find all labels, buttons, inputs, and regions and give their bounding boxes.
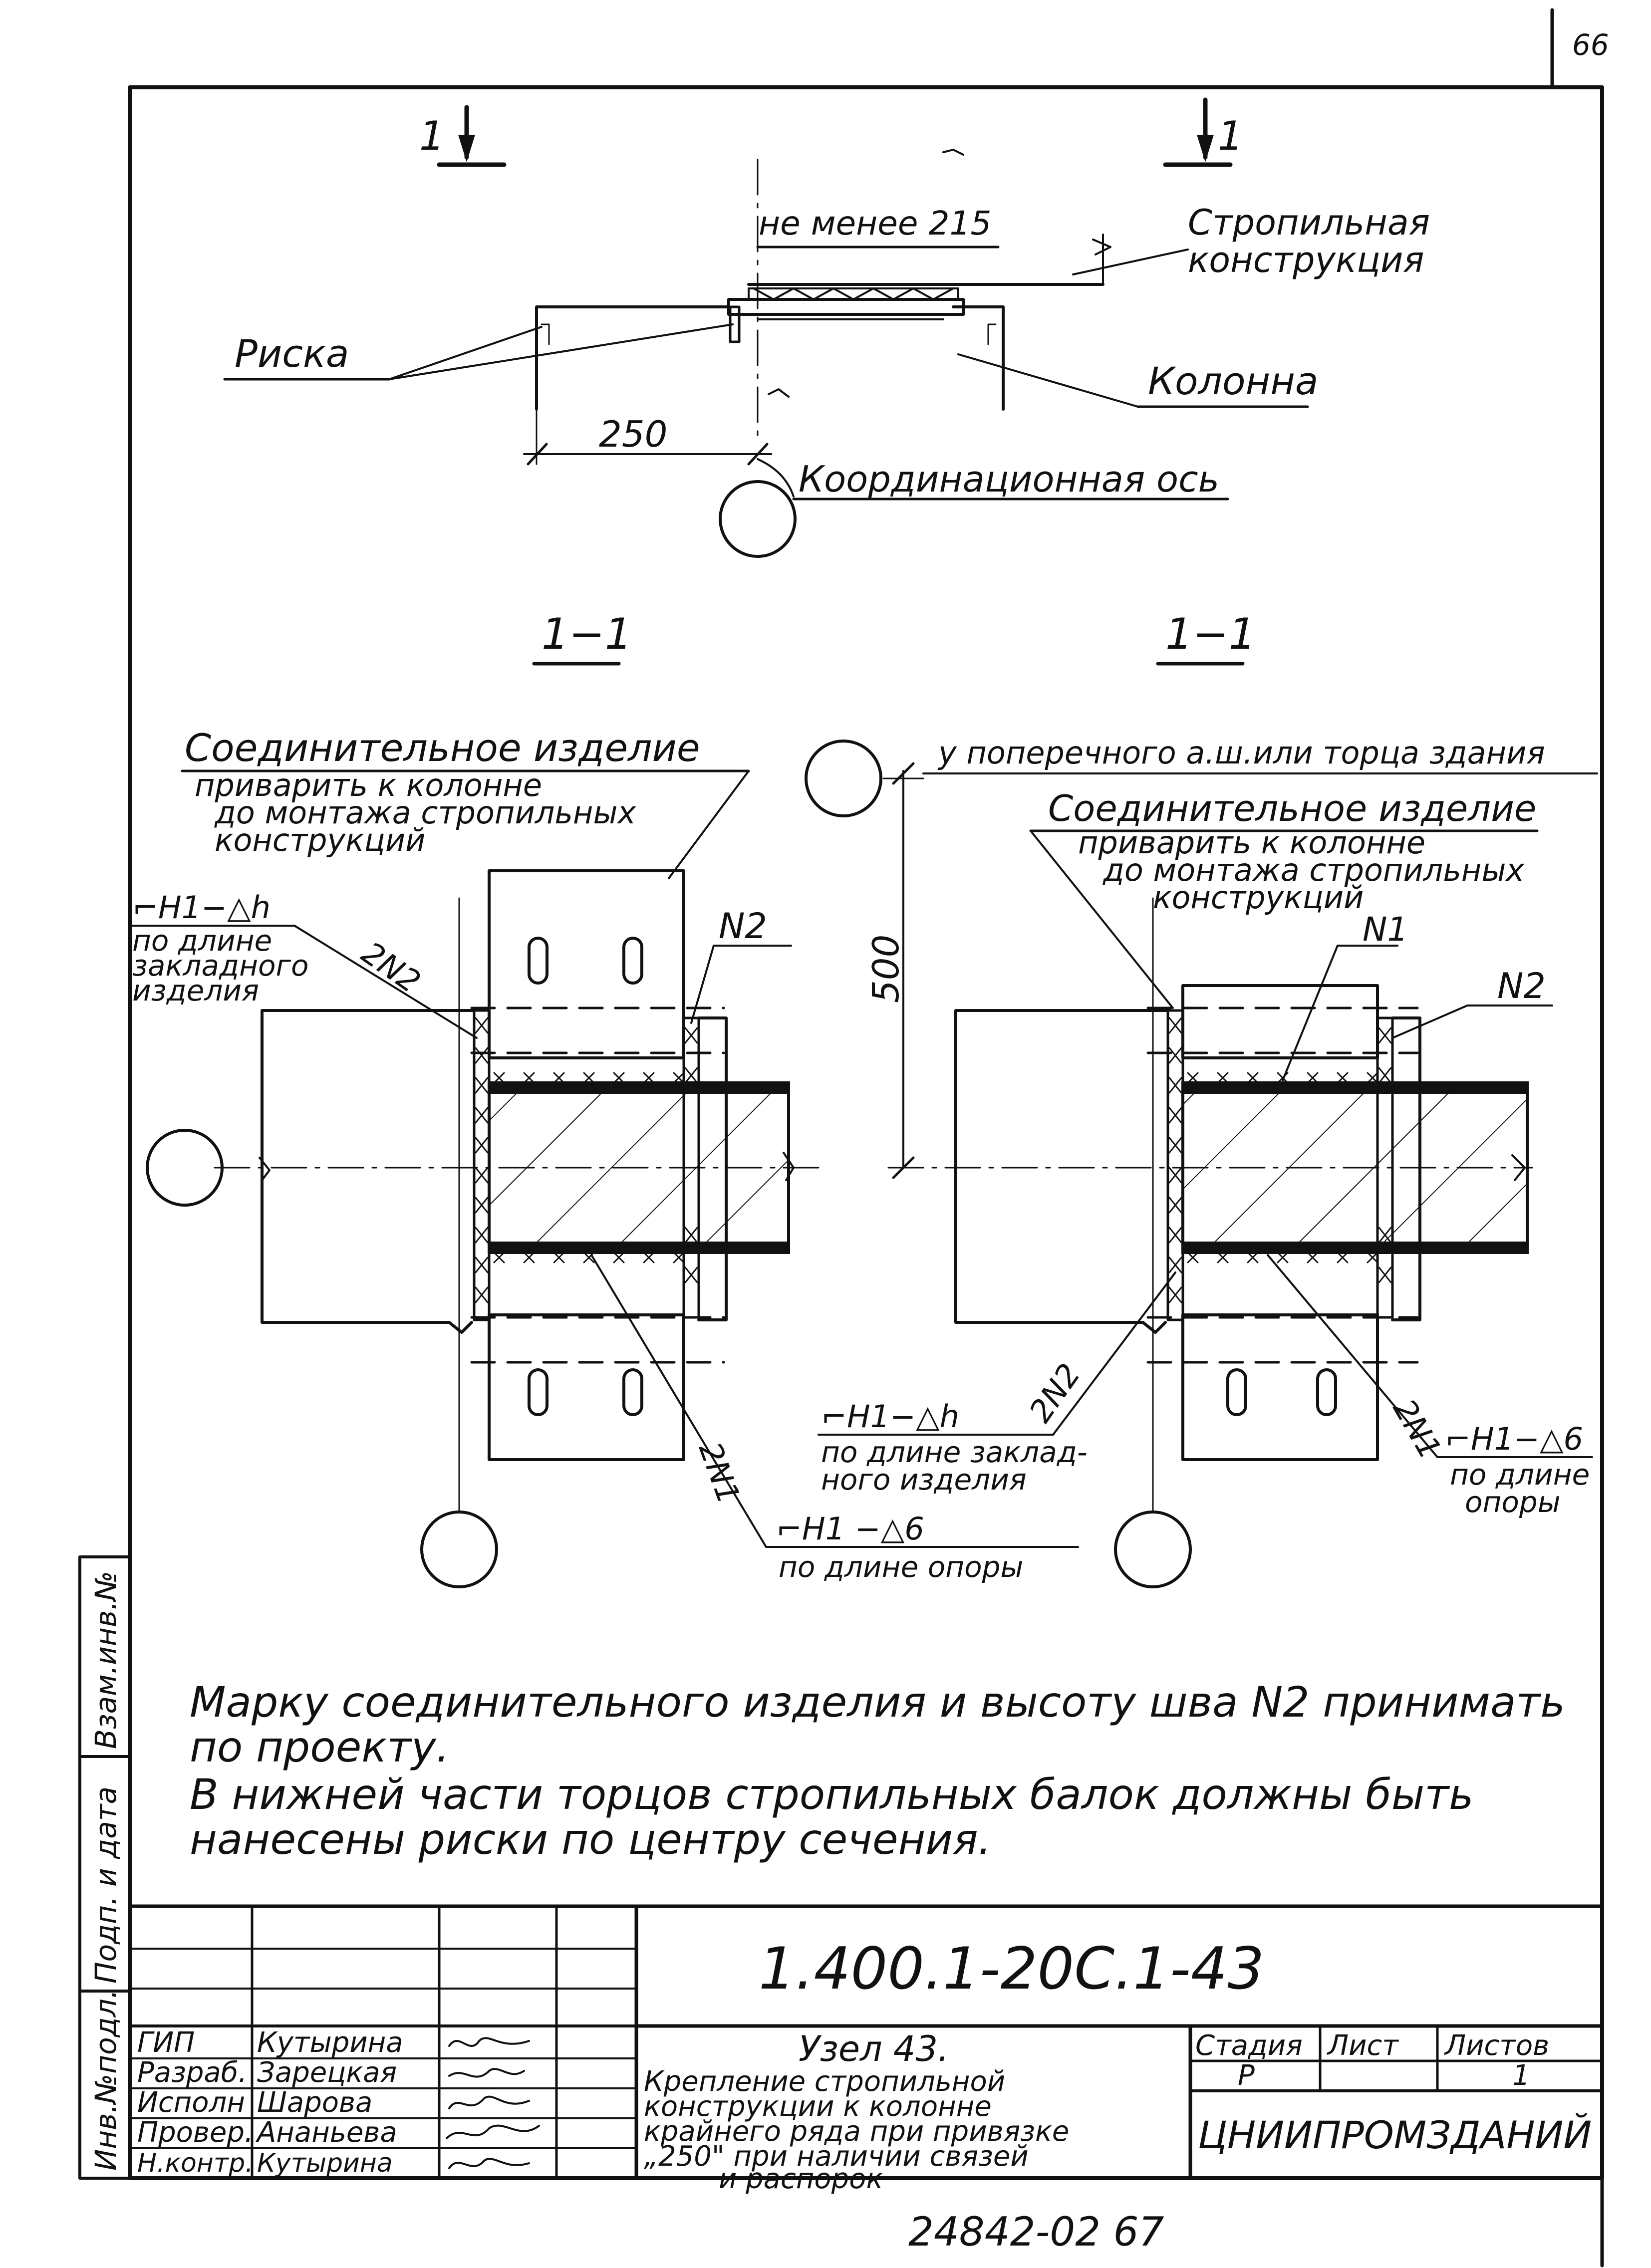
right-mark-2n1: 2N1 — [1386, 1393, 1449, 1465]
left-section-title: 1−1 — [542, 609, 632, 659]
right-note-3: конструкций — [1153, 879, 1364, 916]
name-gip: Кутырина — [257, 2026, 403, 2059]
left-weld-1-note-3: изделия — [132, 974, 259, 1008]
left-section: 1−1 Соединительное изделие приварить к к… — [131, 609, 1079, 1588]
column-label: Колонна — [1148, 359, 1318, 403]
stage-value: Р — [1238, 2059, 1255, 2092]
right-mark-n2: N2 — [1497, 966, 1546, 1007]
right-section-title: 1−1 — [1165, 609, 1256, 659]
inv-podl-label: Инв.№подл. — [89, 1990, 123, 2171]
section-mark-right: 1 — [1218, 113, 1243, 159]
rafter-label-2: конструкция — [1188, 240, 1424, 280]
title-line-2: Крепление стропильной — [644, 2065, 1005, 2098]
left-note-3: конструкций — [215, 822, 425, 858]
sheets-header: Листов — [1444, 2029, 1549, 2062]
role-prover: Провер. — [137, 2116, 254, 2149]
title-line-1: Узел 43. — [799, 2028, 949, 2069]
note-line-1: Марку соединительного изделия и высоту ш… — [190, 1678, 1565, 1727]
name-prover: Ананьева — [256, 2116, 397, 2149]
role-ispoln: Исполн — [137, 2086, 245, 2119]
right-mark-n1: N1 — [1363, 910, 1408, 949]
right-weld-1: ⌐Н1−△h — [821, 1398, 959, 1435]
right-weld-2: ⌐Н1−△6 — [1445, 1421, 1583, 1457]
right-weld-2-note-2: опоры — [1465, 1485, 1561, 1519]
bottom-number: 24842-02 67 — [908, 2209, 1164, 2255]
title-line-4: крайнего ряда при привязке — [644, 2115, 1069, 2148]
right-weld-1-note-2: ного изделия — [821, 1463, 1027, 1497]
left-bolt-holes — [528, 937, 643, 1416]
right-top-note: у поперечного а.ш.или торца здания — [937, 735, 1545, 771]
left-mark-2n2: 2N2 — [355, 934, 427, 1000]
risk-label: Риска — [235, 331, 349, 376]
coord-axis-label: Координационная ось — [799, 458, 1219, 500]
rafter-label-1: Стропильная — [1188, 202, 1430, 243]
right-section: 1−1 у поперечного а.ш.или торца здания С… — [805, 609, 1598, 1588]
organization: ЦНИИПРОМЗДАНИЙ — [1198, 2113, 1592, 2157]
vzam-inv-label: Взам.инв.№ — [89, 1571, 123, 1749]
right-weld-2-note-1: по длине — [1450, 1458, 1590, 1492]
min-215-label: не менее 215 — [759, 204, 991, 243]
signatures — [446, 2037, 540, 2169]
role-razrab: Разраб. — [137, 2056, 247, 2089]
section-mark-left: 1 — [419, 113, 445, 159]
title-block: ГИП Разраб. Исполн Провер. Н.контр. Куты… — [128, 1904, 1604, 2195]
drawing-code: 1.400.1-20С.1-43 — [759, 1935, 1264, 2003]
right-weld-1-note-1: по длине заклад- — [821, 1435, 1088, 1469]
title-line-5: „250" при наличии связей — [644, 2140, 1029, 2173]
right-bolt-holes — [1226, 1368, 1337, 1416]
sheet-header: Лист — [1327, 2029, 1399, 2062]
left-part-label: Соединительное изделие — [185, 726, 700, 770]
left-weld-1: ⌐Н1−△h — [132, 889, 271, 926]
plan-view: 1 1 не менее 215 Стропильная конструкция… — [223, 97, 1430, 558]
side-stamp: Инв.№подл. Подп. и дата Взам.инв.№ — [78, 1555, 131, 2180]
name-nkontr: Кутырина — [257, 2148, 393, 2178]
podp-data-label: Подп. и дата — [89, 1786, 123, 1984]
right-note-2: до монтажа стропильных — [1102, 852, 1525, 888]
right-note-1: приварить к колонне — [1078, 824, 1425, 861]
name-razrab: Зарецкая — [257, 2056, 397, 2089]
note-line-4: нанесены риски по центру сечения. — [190, 1815, 991, 1864]
sheet-frame — [128, 8, 1604, 2268]
note-line-3: В нижней части торцов стропильных балок … — [190, 1770, 1474, 1819]
sheets-value: 1 — [1512, 2059, 1530, 2092]
note-line-2: по проекту. — [190, 1723, 449, 1771]
name-ispoln: Шарова — [257, 2086, 372, 2119]
left-weld-2-note: по длине опоры — [779, 1550, 1023, 1584]
right-part-label: Соединительное изделие — [1048, 787, 1536, 829]
left-weld-1-note-1: по длине — [132, 924, 272, 958]
left-mark-n2: N2 — [719, 906, 767, 947]
role-nkontr: Н.контр. — [137, 2148, 254, 2178]
left-weld-1-note-2: закладного — [132, 949, 309, 983]
stage-header: Стадия — [1195, 2029, 1303, 2062]
dim-500: 500 — [865, 935, 907, 1003]
title-line-6: и распорок — [719, 2163, 883, 2195]
left-note-1: приварить к колонне — [195, 767, 542, 803]
page-number: 66 — [1572, 28, 1609, 62]
right-mark-2n2: 2N2 — [1022, 1357, 1088, 1429]
title-line-3: конструкции к колонне — [644, 2090, 992, 2123]
role-gip: ГИП — [137, 2026, 195, 2059]
dim-250: 250 — [599, 413, 667, 455]
left-note-2: до монтажа стропильных — [214, 794, 636, 831]
left-weld-2: ⌐Н1 −△6 — [776, 1511, 924, 1547]
left-mark-2n1: 2N1 — [692, 1437, 747, 1509]
notes: Марку соединительного изделия и высоту ш… — [190, 1678, 1565, 1864]
